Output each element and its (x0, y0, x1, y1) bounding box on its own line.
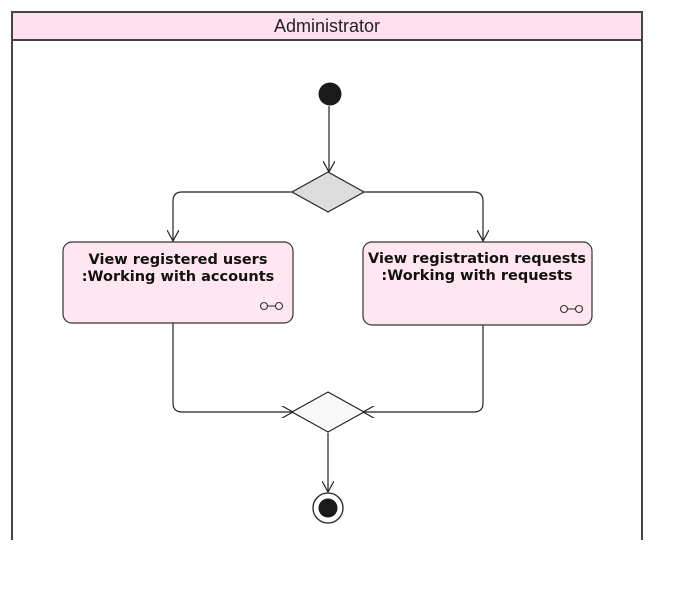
swimlane-header (11, 11, 643, 41)
merge-node (290, 391, 366, 433)
edge-left-to-merge (172, 323, 293, 412)
activity-view-registered-users[interactable]: View registered users :Working with acco… (62, 241, 294, 324)
decision-node (290, 171, 366, 213)
activity-name: View registration requests (368, 251, 586, 267)
initial-node (318, 82, 342, 106)
activity-view-registration-requests[interactable]: View registration requests :Working with… (362, 241, 593, 326)
activity-box (362, 241, 593, 326)
final-node (312, 492, 344, 524)
rake-icon (559, 304, 584, 314)
activity-box (62, 241, 294, 324)
swimlane-title: Administrator (274, 16, 380, 36)
edge-decision-to-right (364, 191, 483, 241)
edges (173, 106, 483, 492)
rake-icon (259, 301, 284, 311)
activity-name: View registered users (89, 252, 268, 268)
swimlane: Administrator (11, 11, 643, 540)
edge-decision-to-left (173, 191, 292, 241)
activity-partition: :Working with accounts (82, 269, 275, 285)
activity-partition: :Working with requests (381, 268, 572, 284)
edge-right-to-merge (363, 325, 484, 412)
